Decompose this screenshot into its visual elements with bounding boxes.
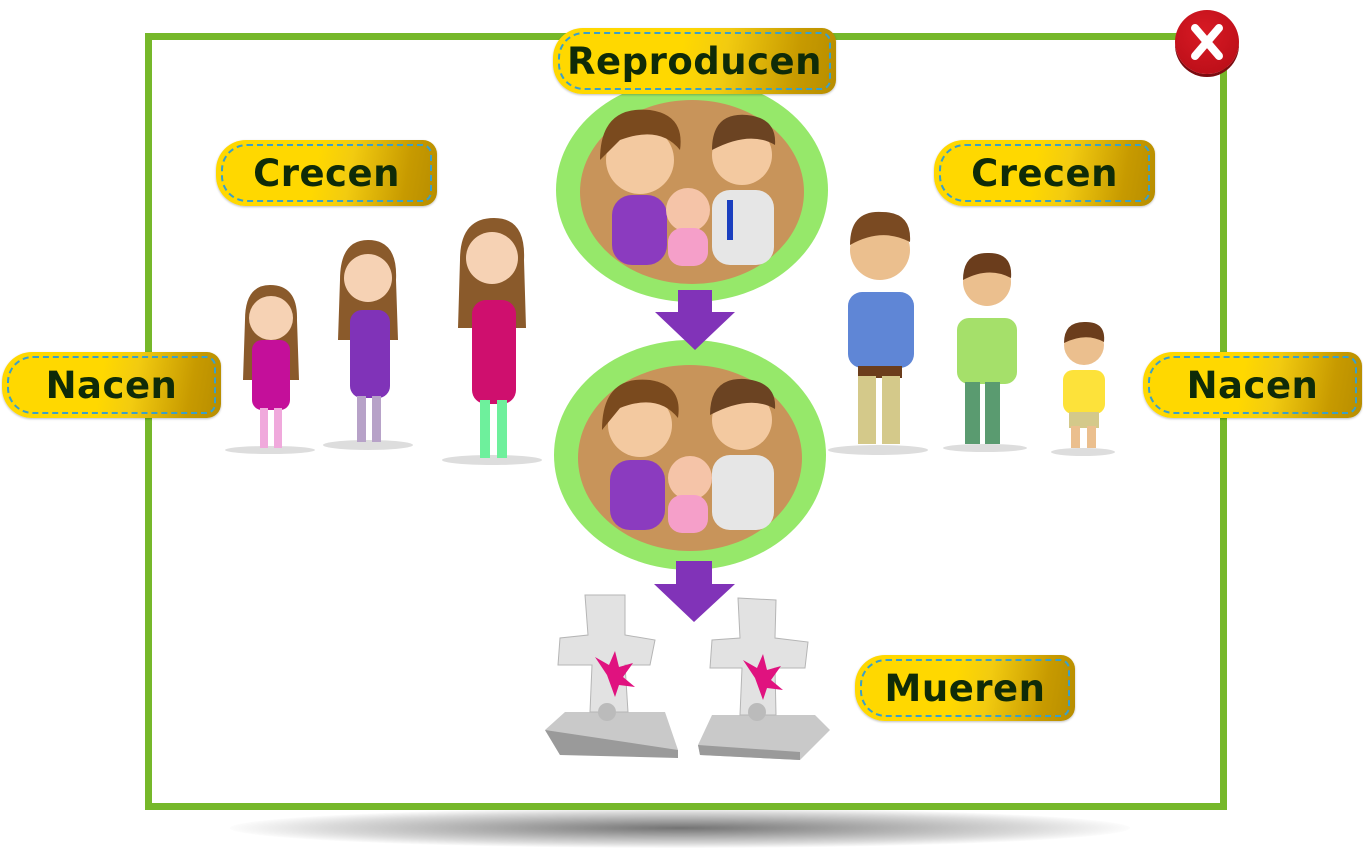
label-mueren: Mueren [855, 655, 1075, 721]
close-icon [1191, 24, 1223, 60]
boy-small [1051, 321, 1115, 456]
girl-medium [323, 240, 413, 450]
label-crecen-left: Crecen [216, 140, 437, 206]
close-button[interactable] [1175, 10, 1239, 74]
family-circle-top [556, 78, 828, 302]
family-circle-bottom [554, 340, 826, 570]
gravestone-right [698, 597, 830, 760]
frame-shadow [230, 808, 1130, 848]
label-nacen-left: Nacen [2, 352, 221, 418]
girl-large [442, 218, 542, 465]
label-reproducen: Reproducen [553, 28, 836, 94]
arrow-down-icon [654, 561, 735, 622]
boy-large [828, 211, 928, 455]
girl-small [225, 285, 315, 454]
label-text: Reproducen [567, 39, 822, 83]
label-nacen-right: Nacen [1143, 352, 1362, 418]
label-text: Nacen [1186, 363, 1319, 407]
label-text: Nacen [45, 363, 178, 407]
label-text: Mueren [884, 666, 1046, 710]
label-text: Crecen [971, 151, 1118, 195]
gravestone-left [545, 594, 678, 758]
arrow-down-icon [655, 290, 735, 350]
boy-medium [943, 252, 1027, 452]
label-text: Crecen [253, 151, 400, 195]
label-crecen-right: Crecen [934, 140, 1155, 206]
